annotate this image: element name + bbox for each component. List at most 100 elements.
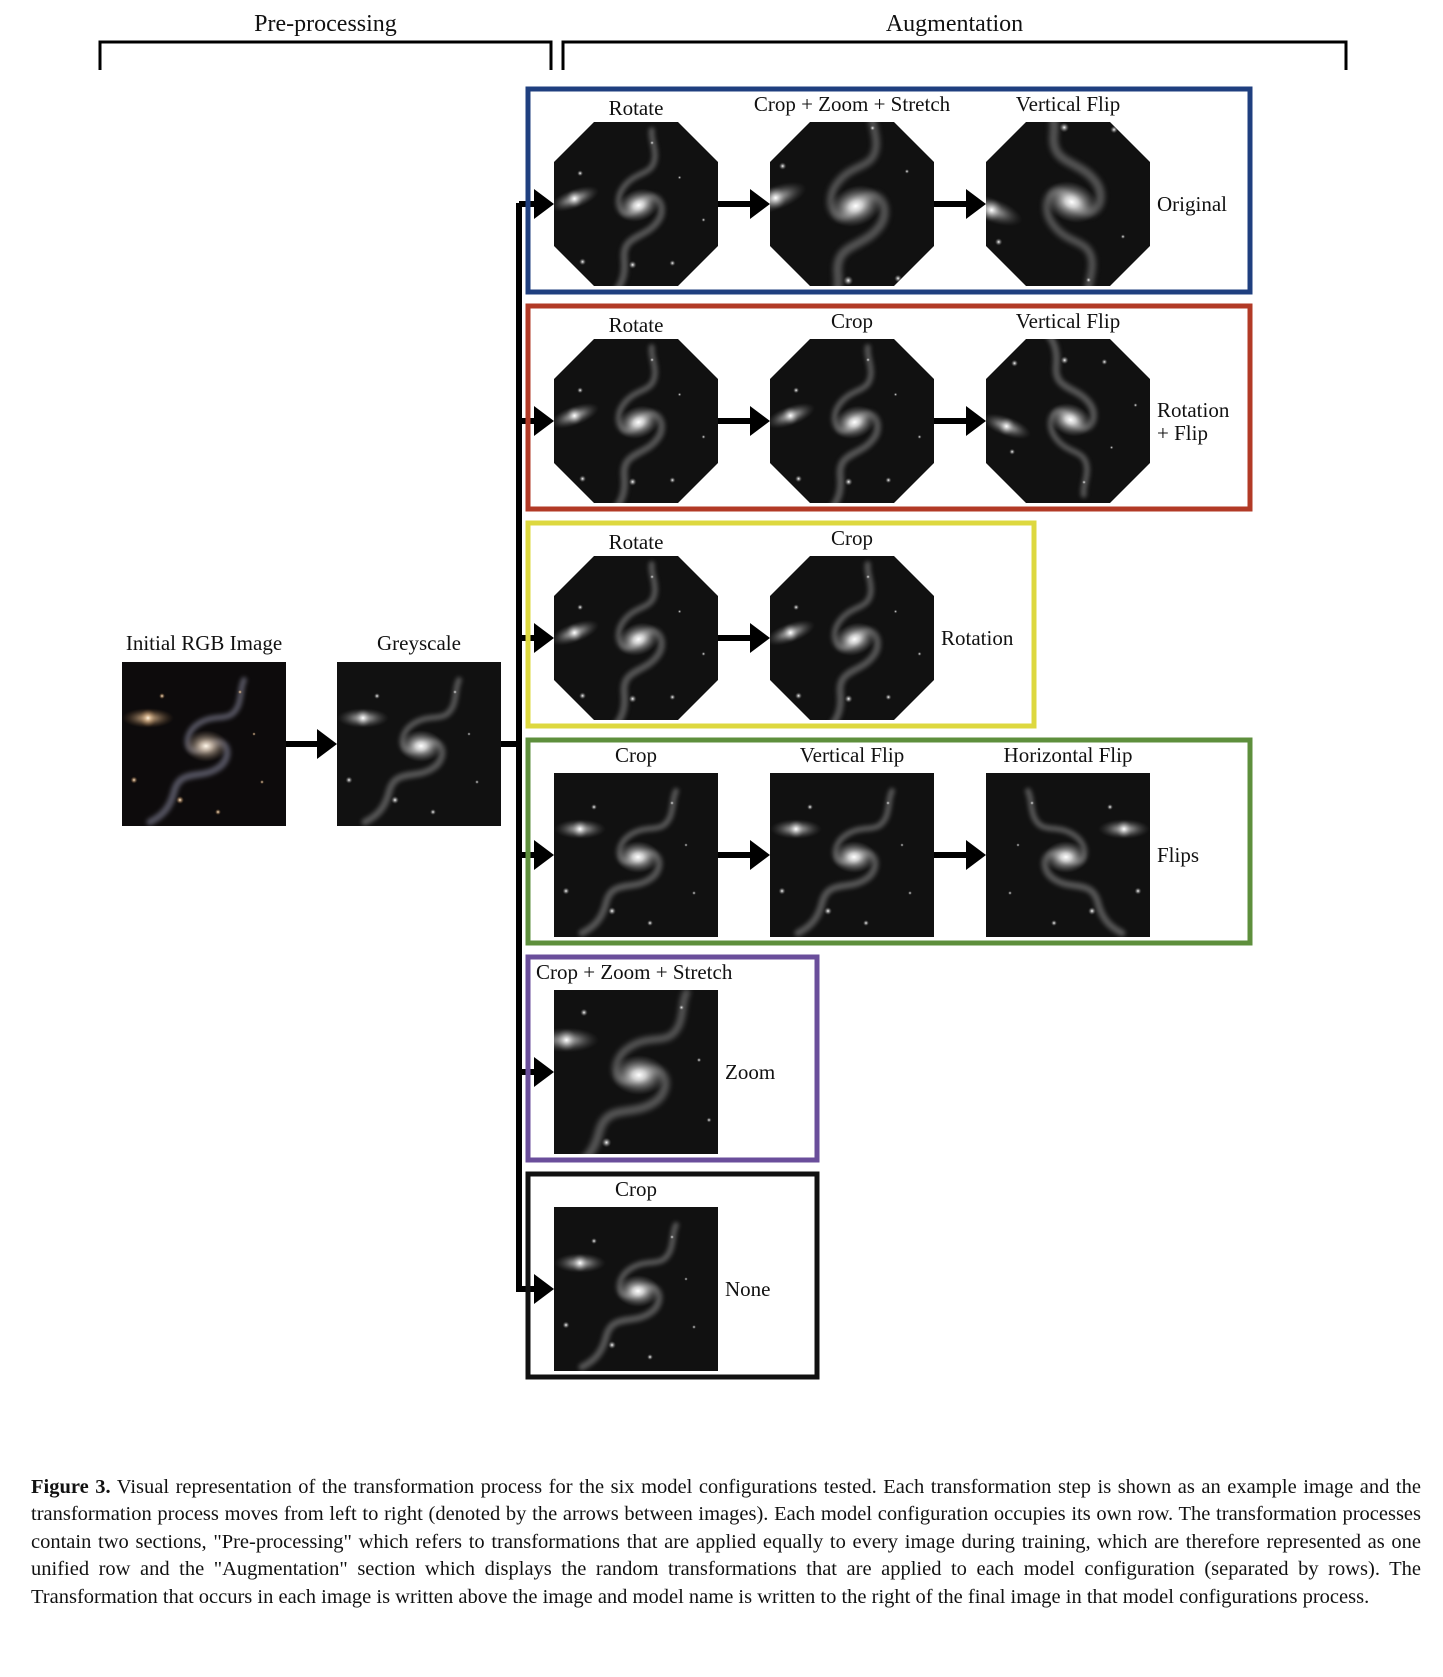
faint-star xyxy=(1011,359,1019,367)
faint-star xyxy=(628,477,637,486)
config-2-step-2-image xyxy=(770,339,934,503)
faint-star xyxy=(215,809,221,815)
config-2-arrow-1-head xyxy=(750,406,770,436)
bright-star-core xyxy=(555,1028,578,1052)
galaxy-core xyxy=(399,730,443,762)
faint-star xyxy=(237,689,243,695)
bright-star-core xyxy=(571,1254,589,1272)
galaxy-field xyxy=(554,127,706,286)
bright-star-core xyxy=(565,189,584,208)
preprocessing-image-2 xyxy=(337,662,501,826)
faint-star xyxy=(701,651,706,656)
config-4-step-3-image xyxy=(986,773,1150,937)
faint-star xyxy=(579,692,587,700)
config-3-arrow-1-head xyxy=(750,623,770,653)
faint-star xyxy=(893,392,898,397)
faint-star xyxy=(807,804,813,810)
image-content xyxy=(554,1207,718,1371)
bright-star-core xyxy=(781,623,800,642)
config-1-arrow-2-head xyxy=(966,189,986,219)
faint-star xyxy=(893,609,898,614)
faint-star xyxy=(260,780,264,784)
galaxy-core xyxy=(833,405,876,440)
faint-star xyxy=(252,732,256,736)
config-2-arrow-2-head xyxy=(966,406,986,436)
galaxy-core xyxy=(1044,841,1088,873)
faint-star xyxy=(677,392,682,397)
caption-label: Figure 3. xyxy=(31,1476,111,1498)
galaxy-field xyxy=(770,122,940,286)
config-3-step-1-label: Rotate xyxy=(609,530,664,554)
faint-star xyxy=(391,796,399,804)
faint-star xyxy=(579,258,587,266)
image-content xyxy=(545,990,718,1154)
faint-star xyxy=(692,1325,696,1329)
galaxy-field xyxy=(1008,788,1150,937)
config-3-step-2-image xyxy=(770,556,934,720)
galaxy-core xyxy=(616,841,660,873)
faint-star xyxy=(669,260,676,267)
config-4-entry-arrow-head xyxy=(534,840,554,870)
faint-star xyxy=(677,609,682,614)
faint-star xyxy=(669,800,675,806)
config-4-arrow-2-head xyxy=(966,840,986,870)
faint-star xyxy=(994,238,1003,246)
config-1-step-3-label: Vertical Flip xyxy=(1016,92,1120,116)
galaxy-field xyxy=(554,344,706,503)
faint-star xyxy=(345,776,353,784)
augmentation-title: Augmentation xyxy=(886,11,1023,37)
bright-star-core xyxy=(139,709,157,727)
preprocessing-title: Pre-processing xyxy=(254,11,397,37)
config-box-6 xyxy=(525,1171,820,1380)
faint-star xyxy=(669,694,676,701)
config-4-step-2-image xyxy=(770,773,934,937)
faint-star xyxy=(649,140,655,146)
galaxy-core xyxy=(611,1055,667,1095)
config-2-step-1-label: Rotate xyxy=(609,313,664,337)
faint-star xyxy=(452,689,458,695)
faint-star xyxy=(562,887,570,895)
image-content xyxy=(554,773,718,937)
galaxy-field xyxy=(986,339,1138,498)
faint-star xyxy=(678,1004,685,1011)
faint-star xyxy=(577,170,584,177)
galaxy-core xyxy=(1044,180,1099,224)
faint-star xyxy=(865,574,871,580)
section-headers: Pre-processing Augmentation xyxy=(98,11,1348,70)
faint-star xyxy=(579,475,587,483)
image-content xyxy=(770,556,934,720)
faint-star xyxy=(865,357,871,363)
faint-star xyxy=(1009,448,1016,455)
faint-star xyxy=(647,1354,653,1360)
galaxy-field xyxy=(554,788,696,937)
config-2-entry-arrow-head xyxy=(534,406,554,436)
bright-star-core xyxy=(571,820,589,838)
config-5-step-1-label: Crop + Zoom + Stretch xyxy=(536,960,733,984)
preprocessing-label-1: Initial RGB Image xyxy=(126,631,282,655)
config-box-3 xyxy=(525,520,1037,729)
config-3-step-1-image xyxy=(554,556,718,720)
config-2-step-1-image xyxy=(554,339,718,503)
galaxy-field xyxy=(554,561,706,720)
faint-star xyxy=(1120,234,1126,239)
faint-star xyxy=(900,843,904,847)
faint-star xyxy=(934,221,940,227)
faint-star xyxy=(649,574,655,580)
faint-star xyxy=(475,780,479,784)
config-6-step-1-label: Crop xyxy=(615,1177,657,1201)
faint-star xyxy=(591,1238,597,1244)
faint-star xyxy=(863,920,869,926)
faint-star xyxy=(647,920,653,926)
faint-star xyxy=(793,604,800,611)
bright-star-core xyxy=(565,623,584,642)
figure-caption: Figure 3. Visual representation of the t… xyxy=(31,1474,1421,1611)
config-4-arrow-1-head xyxy=(750,840,770,870)
faint-star xyxy=(669,477,676,484)
faint-star xyxy=(545,1113,554,1122)
faint-star xyxy=(795,475,803,483)
config-1-step-2-image xyxy=(770,122,940,286)
image-content xyxy=(770,773,934,937)
faint-star xyxy=(885,800,891,806)
faint-star xyxy=(778,162,787,170)
config-1-entry-arrow-head xyxy=(534,189,554,219)
